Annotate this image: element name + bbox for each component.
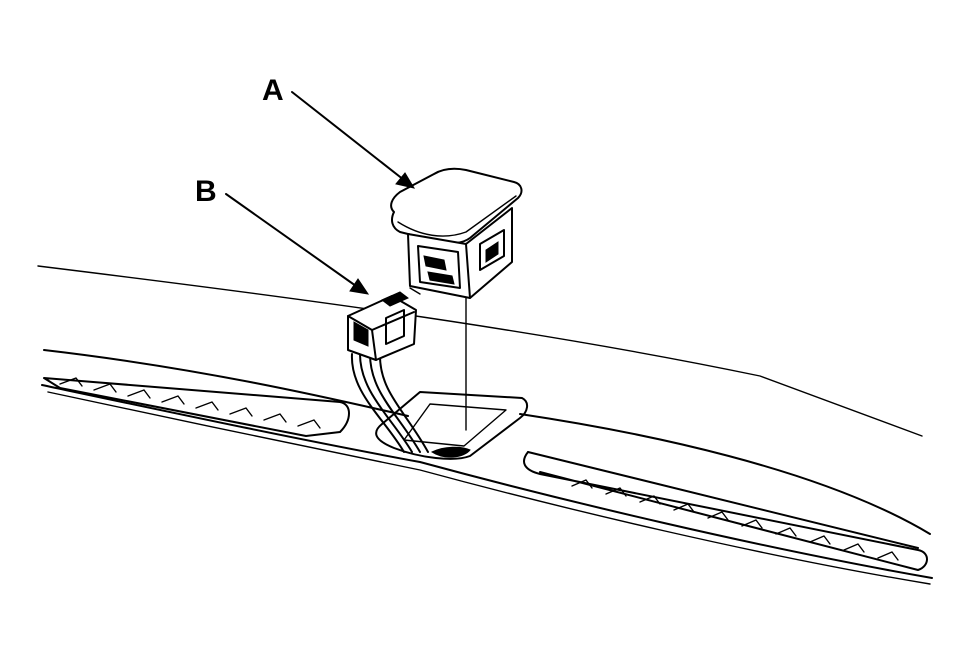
alignment-guides (409, 287, 467, 431)
callout-a: A (262, 74, 416, 189)
callout-a-arrowhead (395, 172, 416, 189)
callout-b-arrowhead (349, 278, 370, 295)
connector-b (347, 291, 417, 361)
right-vent-slot (523, 451, 928, 571)
switch-a (390, 167, 523, 299)
callout-a-label: A (262, 74, 284, 107)
callout-b: B (195, 175, 370, 295)
mounting-hole (375, 391, 528, 460)
left-vent-slot (43, 377, 350, 437)
mounting-panel (37, 265, 933, 585)
wire-harness (350, 353, 429, 453)
callout-b-label: B (195, 175, 217, 208)
